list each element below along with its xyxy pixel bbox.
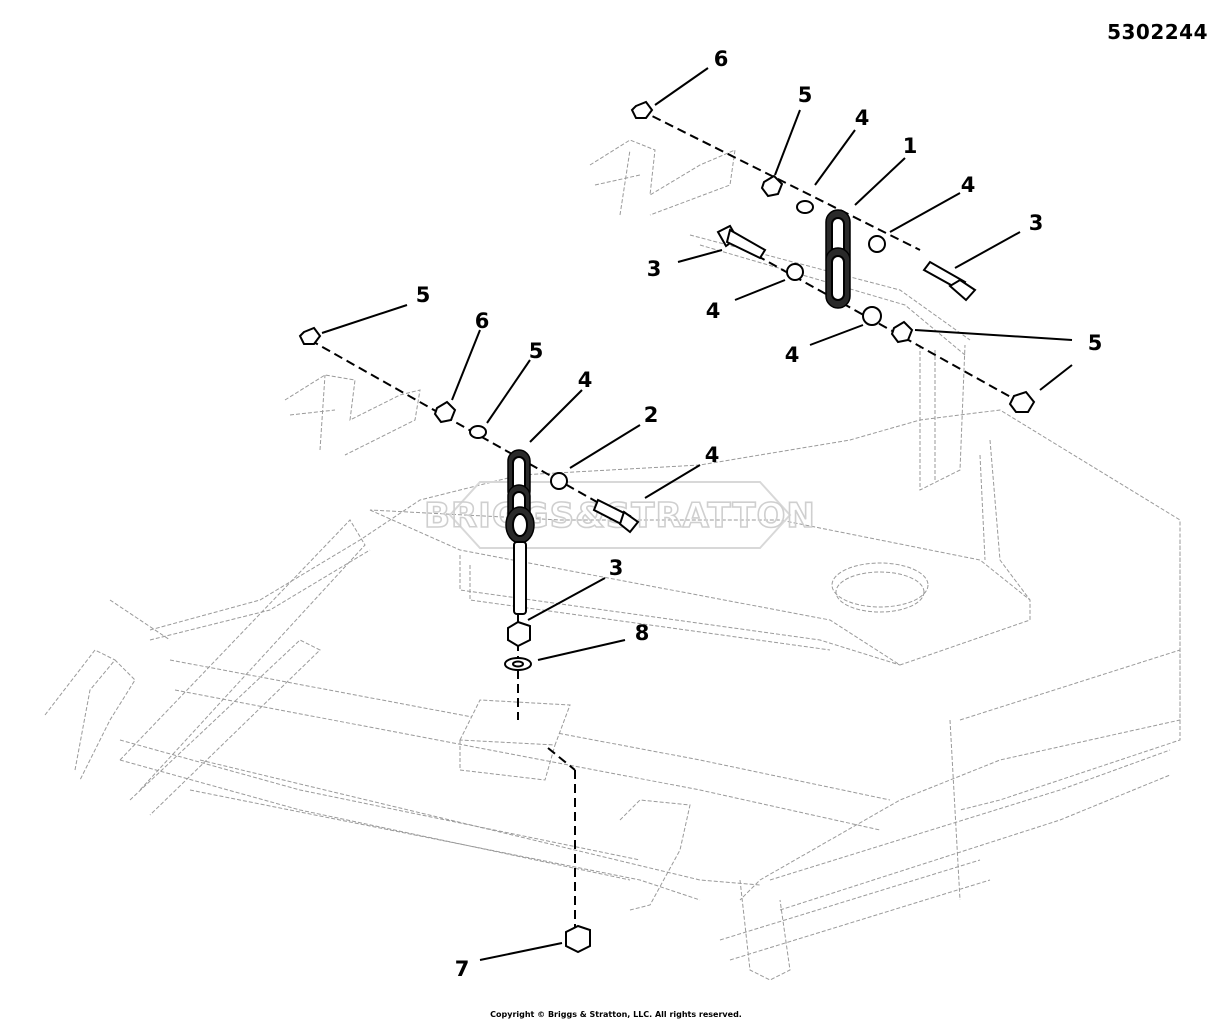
hex-nut-part-5-top: [760, 174, 784, 198]
callout-5-right: 5: [1088, 331, 1103, 355]
washer-part-7-hole: [512, 660, 524, 668]
callout-5-top: 5: [798, 83, 813, 107]
callout-4-right: 4: [961, 173, 976, 197]
chain-eyebolt-part-2: [505, 449, 535, 615]
callout-4-left: 5: [529, 339, 544, 363]
washer-part-4-top-a: [796, 200, 814, 214]
diagram-number: 5302244: [1107, 20, 1208, 44]
callout-8: 3: [609, 556, 624, 580]
callout-labels: 6 5 4 1 4 3 3 4 4 5 5 6 5 4 2 4 3 8 7: [416, 47, 1103, 981]
chain-part-1: [825, 209, 851, 309]
callout-3-left-top: 3: [647, 257, 662, 281]
callout-6-top: 6: [714, 47, 729, 71]
callout-7: 8: [635, 621, 650, 645]
hex-nut-part-8: [507, 620, 531, 648]
lock-nut-part-6-right: [1008, 390, 1036, 413]
copyright-notice: Copyright © Briggs & Stratton, LLC. All …: [490, 1010, 742, 1019]
callout-2: 4: [578, 368, 593, 392]
bolt-part-3-top-right: [922, 260, 977, 302]
washer-part-4-left-b: [550, 472, 568, 490]
callout-4-top: 4: [855, 106, 870, 130]
callout-9: 7: [455, 957, 470, 981]
brand-watermark: BRIGGS&STRATTON: [423, 481, 816, 549]
leader-lines: [321, 67, 1073, 961]
callout-4-left-b: 2: [644, 403, 659, 427]
bolt-part-3-left: [592, 498, 640, 534]
hex-nut-part-5-mid: [890, 320, 914, 344]
hardware-parts: [298, 100, 1036, 954]
callout-1: 1: [903, 134, 918, 158]
callout-5-left: 6: [475, 309, 490, 333]
callout-3-left: 4: [705, 443, 720, 467]
bolt-part-3-top-left: [716, 224, 767, 260]
washer-part-4-top-d: [862, 306, 882, 326]
callout-4-mid: 4: [706, 299, 721, 323]
washer-part-4-top-c: [786, 263, 804, 281]
callout-4-low: 4: [785, 343, 800, 367]
washer-part-4-left-a: [469, 425, 487, 439]
washer-part-4-top-b: [868, 235, 886, 253]
callout-6-left: 5: [416, 283, 431, 307]
lock-nut-part-6-left: [298, 326, 322, 345]
callout-3-right: 3: [1029, 211, 1044, 235]
hex-nut-part-5-left: [433, 400, 457, 424]
lock-nut-part-6-top: [630, 100, 654, 119]
lock-nut-part-9: [565, 924, 591, 954]
